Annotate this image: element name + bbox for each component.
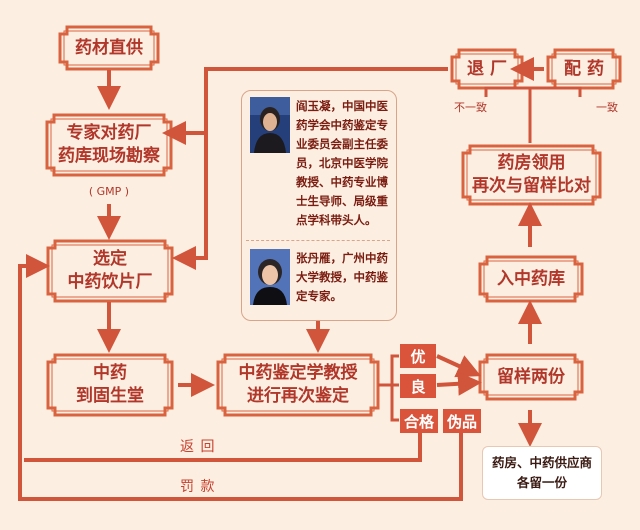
line-reappraise-pass [390, 385, 399, 422]
label-return: 返 回 [180, 439, 216, 455]
arrow-good-retain [436, 371, 482, 396]
node-frame-inner [51, 358, 169, 412]
arrow-return-to-select [172, 133, 208, 270]
label-mismatch: 不一致 [454, 101, 487, 114]
line-compare-branch [484, 86, 582, 97]
node-frame [216, 353, 380, 417]
grade-fake: 伪品 [443, 409, 481, 433]
node-frame [478, 255, 584, 303]
gmp-note: ( GMP ) [88, 185, 130, 198]
arrow-excellent-retain [436, 354, 482, 378]
node-supply: 药材直供 [75, 37, 143, 58]
node-compare: 药房领用 再次与留样比对 [472, 153, 591, 196]
node-frame-inner [466, 149, 597, 201]
expert-bio-yan: 阎玉凝，中国中医药学会中药鉴定专业委员会副主任委员，北京中医学院教授、中药专业博… [296, 99, 388, 227]
node-reappraise: 中药鉴定学教授 进行再次鉴定 [238, 363, 358, 406]
node-distribute: 配 药 [564, 58, 604, 79]
node-frame-inner [483, 358, 579, 396]
label-penalty: 罚 款 [180, 479, 216, 495]
portrait-photo-icon [250, 97, 290, 153]
node-frame-inner [51, 244, 169, 298]
line-pass-return [24, 432, 422, 462]
node-frame [46, 353, 174, 417]
node-frame [546, 48, 622, 90]
node-outcome: 药房、中药供应商 各留一份 [482, 446, 602, 500]
node-frame-inner [221, 358, 375, 412]
arrow-penalty-to-select [18, 254, 463, 501]
node-warehouse: 入中药库 [497, 268, 565, 289]
node-frame-inner [63, 30, 155, 66]
portrait-photo-icon [250, 249, 290, 305]
node-retain: 留样两份 [497, 366, 565, 387]
grade-good: 良 [400, 374, 436, 398]
expert-divider [246, 240, 390, 241]
label-match: 一致 [596, 101, 618, 114]
grade-pass: 合格 [400, 409, 438, 433]
node-frame [58, 25, 160, 71]
grade-excellent: 优 [400, 344, 436, 368]
node-frame [461, 144, 602, 206]
node-return-factory: 退 厂 [467, 58, 507, 79]
node-inspect: 专家对药厂 药库现场勘察 [58, 123, 160, 166]
node-frame-inner [551, 53, 617, 85]
node-frame-inner [50, 118, 168, 172]
line-reappraise-excellent [378, 354, 399, 387]
expert-bio-zhang: 张丹雁，广州中药大学教授，中药鉴定专家。 [296, 251, 388, 303]
node-arrive: 中药 到固生堂 [76, 363, 144, 406]
node-frame-inner [483, 260, 579, 298]
arrow-return-to-inspect [162, 67, 448, 145]
node-frame [46, 239, 174, 303]
node-select: 选定 中药饮片厂 [67, 249, 153, 292]
